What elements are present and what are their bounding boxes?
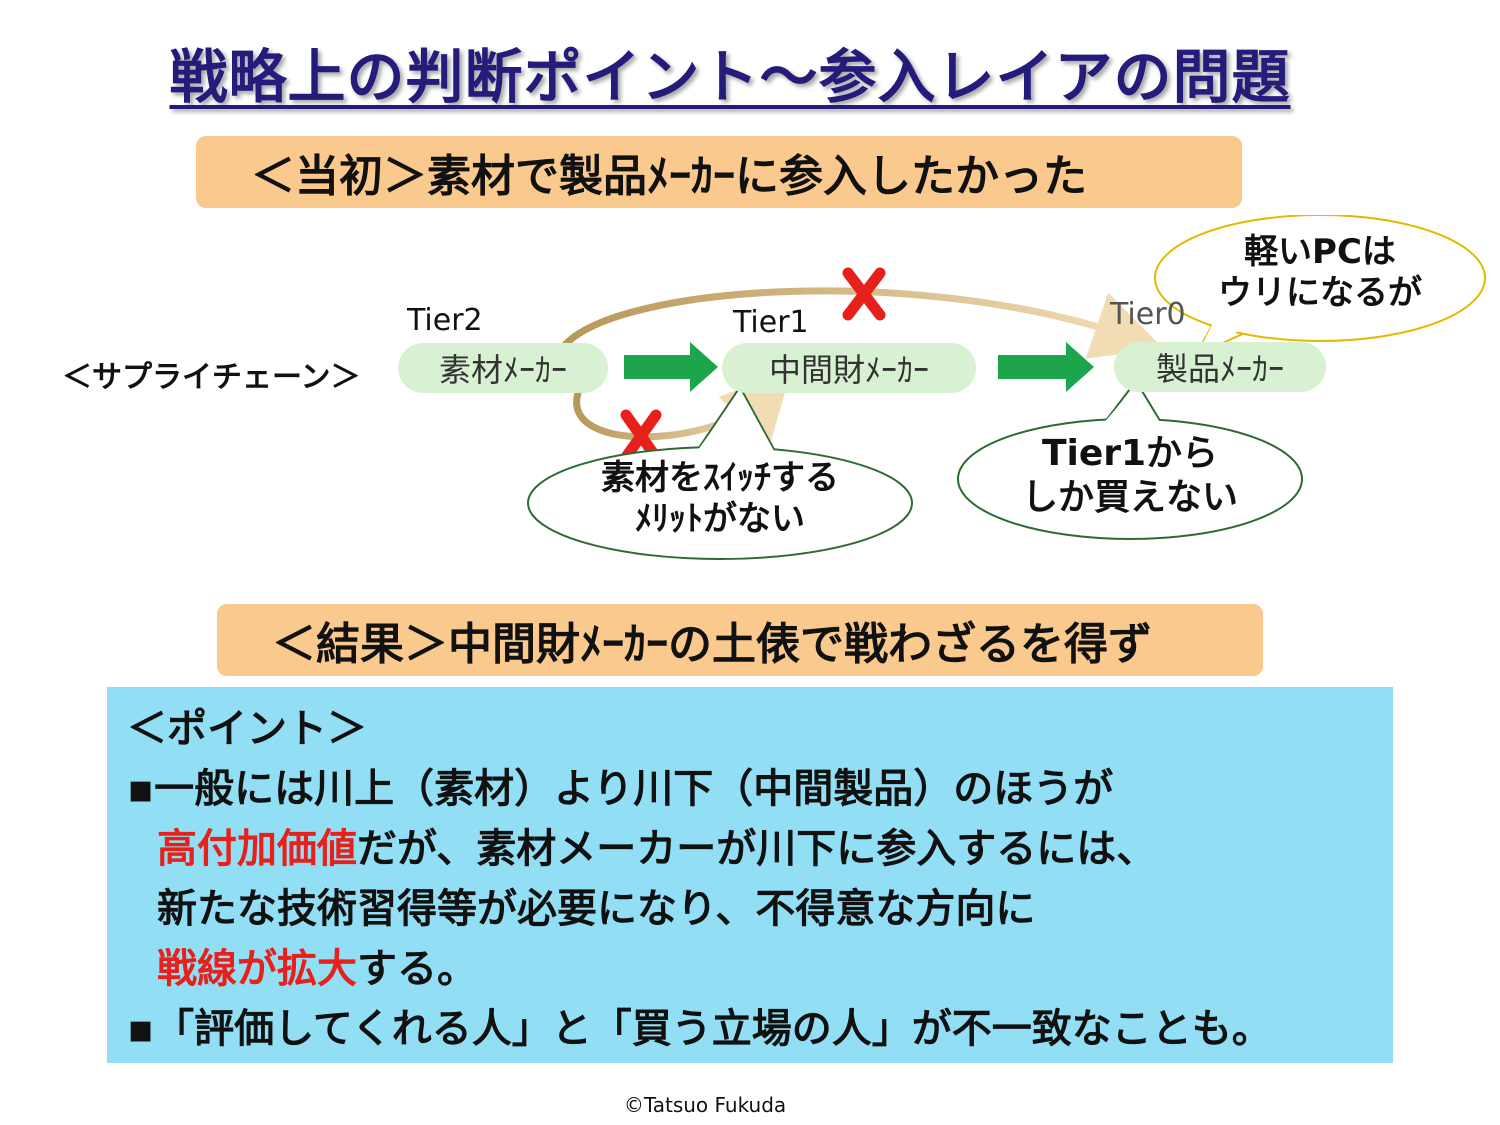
point-bullet1-line4-rest: する。 [357,946,477,992]
banner-result-text: ＜結果＞中間財ﾒｰｶｰの土俵で戦わざるを得ず [272,619,1152,670]
highlight-front-expansion: 戦線が拡大 [157,946,357,992]
page-title: 戦略上の判断ポイント～参入レイアの問題 [169,43,1291,111]
cross-icon [842,267,886,321]
point-bullet1-line1: ▪一般には川上（素材）より川下（中間製品）のほうが [127,766,1114,812]
banner-initial-text: ＜当初＞素材で製品ﾒｰｶｰに参入したかった [251,151,1087,202]
callout-tier1-text: Tier1から しか買えない [965,432,1295,520]
point-heading: ＜ポイント＞ [127,706,367,752]
copyright: ©Tatsuo Fukuda [623,1093,787,1117]
tier1-label: Tier1 [733,305,809,340]
point-bullet1-line2: 高付加価値だが、素材メーカーが川下に参入するには、 [127,819,1393,879]
tier0-label: Tier0 [1110,297,1186,332]
callout-switch-line2: ﾒﾘｯﾄがない [635,499,805,540]
curved-arrow-icon [561,287,1164,359]
arrow-right-icon [624,342,718,392]
tier2-label: Tier2 [407,303,483,338]
point-bullet1-line4: 戦線が拡大する。 [127,939,1393,999]
point-box: ＜ポイント＞ ▪一般には川上（素材）より川下（中間製品）のほうが 高付加価値だが… [107,687,1393,1063]
arrow-right-icon [998,342,1094,392]
point-bullet1-line3: 新たな技術習得等が必要になり、不得意な方向に [157,886,1036,932]
banner-initial: ＜当初＞素材で製品ﾒｰｶｰに参入したかった [196,136,1242,208]
callout-light-pc-line1: 軽いPCは [1244,232,1396,272]
highlight-high-value: 高付加価値 [157,826,357,872]
point-bullet2: ▪「評価してくれる人」と「買う立場の人」が不一致なことも。 [127,1006,1272,1052]
point-bullet1-line2-rest: だが、素材メーカーが川下に参入するには、 [357,826,1157,872]
callout-switch-line1: 素材をｽｲｯﾁする [601,458,839,498]
callout-tier1-line2: しか買えない [1021,476,1238,518]
banner-result: ＜結果＞中間財ﾒｰｶｰの土俵で戦わざるを得ず [217,604,1263,676]
callout-tier1-line1: Tier1から [1041,433,1219,474]
node-product-maker: 製品ﾒｰｶｰ [1114,342,1326,392]
callout-light-pc-text: 軽いPCは ウリになるが [1160,232,1480,315]
node-material-maker: 素材ﾒｰｶｰ [398,343,608,393]
callout-switch-text: 素材をｽｲｯﾁする ﾒﾘｯﾄがない [540,458,900,541]
callout-light-pc-ellipse [1154,215,1486,342]
supply-chain-diagram [527,215,1486,560]
supply-chain-label: ＜サプライチェーン＞ [62,360,361,395]
callout-light-pc-line2: ウリになるが [1218,273,1422,314]
node-intermediate-maker: 中間財ﾒｰｶｰ [722,343,976,393]
